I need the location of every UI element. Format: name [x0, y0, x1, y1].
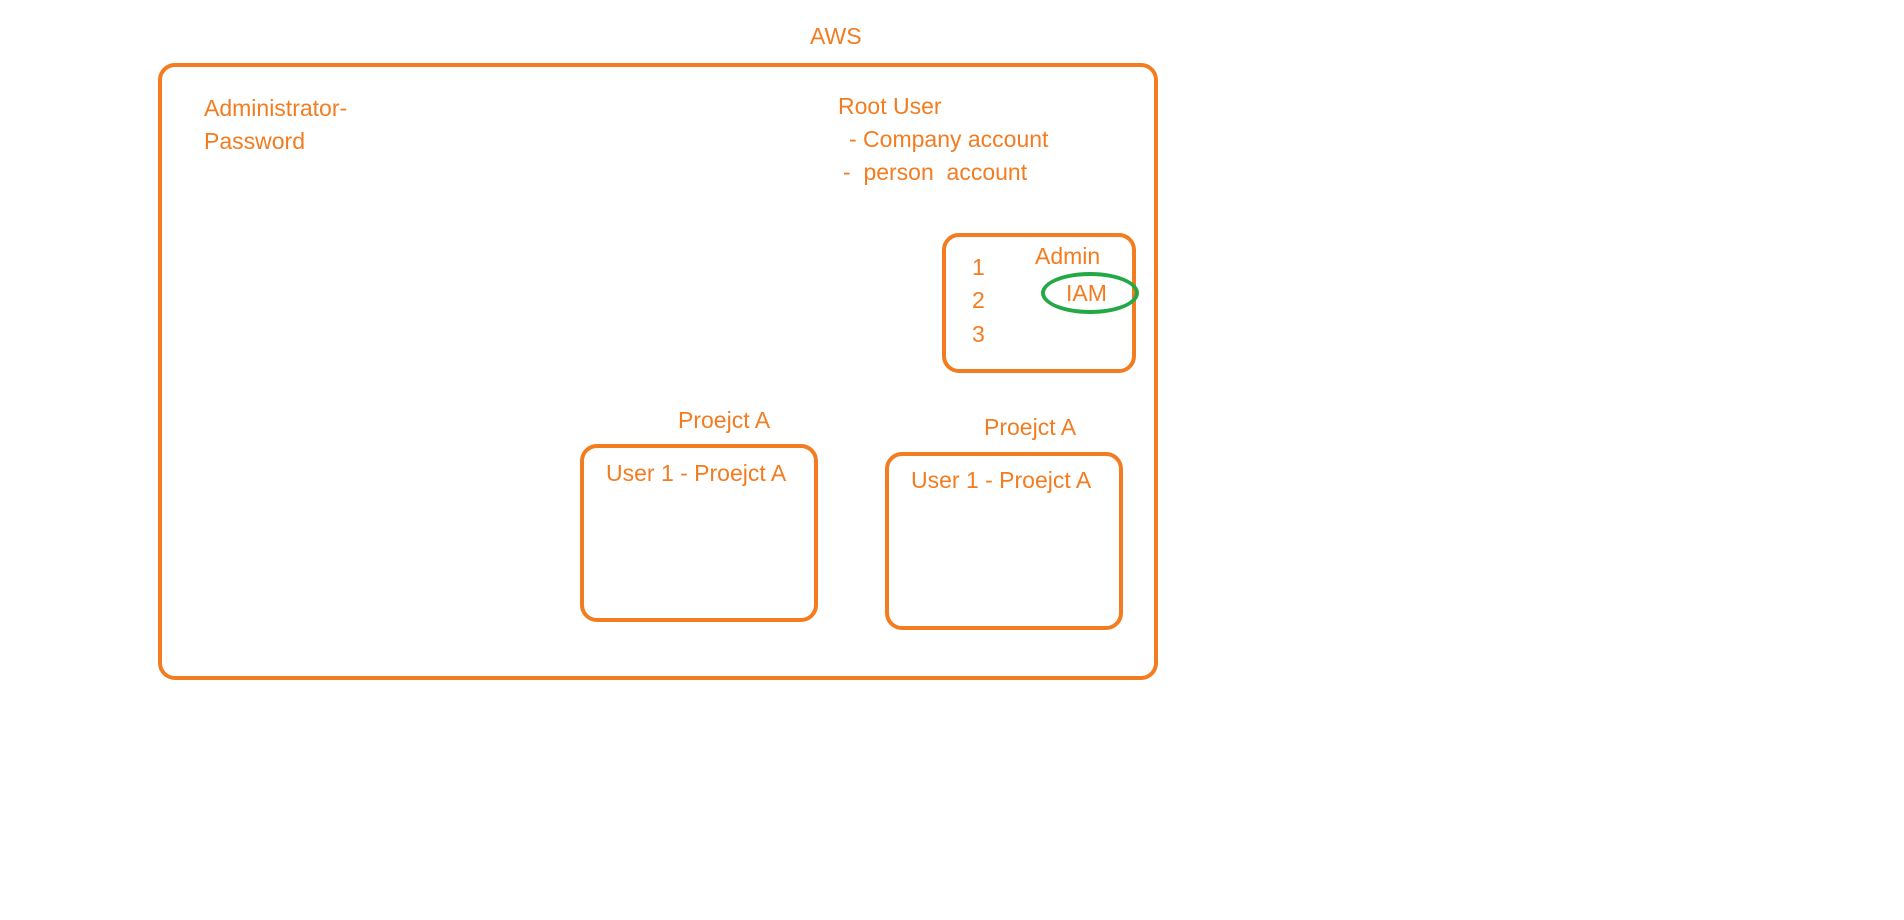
admin-box-title: Admin	[1035, 243, 1101, 269]
admin-box	[942, 233, 1136, 373]
project-box-left	[580, 444, 818, 622]
root-user-item-person: - person account	[843, 159, 1028, 185]
admin-note-line2: Password	[204, 128, 305, 154]
aws-title: AWS	[810, 23, 862, 49]
root-user-title: Root User	[838, 93, 942, 119]
project-label-right: Proejct A	[984, 414, 1077, 440]
admin-box-number-3: 3	[972, 321, 985, 347]
root-user-item-company: - Company account	[849, 126, 1049, 152]
project-label-left: Proejct A	[678, 407, 771, 433]
aws-container	[158, 63, 1158, 680]
project-box-right	[885, 452, 1123, 630]
admin-box-number-2: 2	[972, 287, 985, 313]
project-user-left: User 1 - Proejct A	[606, 460, 787, 486]
admin-note-line1: Administrator-	[204, 95, 348, 121]
iam-highlight-circle	[1041, 272, 1139, 314]
project-user-right: User 1 - Proejct A	[911, 467, 1092, 493]
admin-box-number-1: 1	[972, 254, 985, 280]
